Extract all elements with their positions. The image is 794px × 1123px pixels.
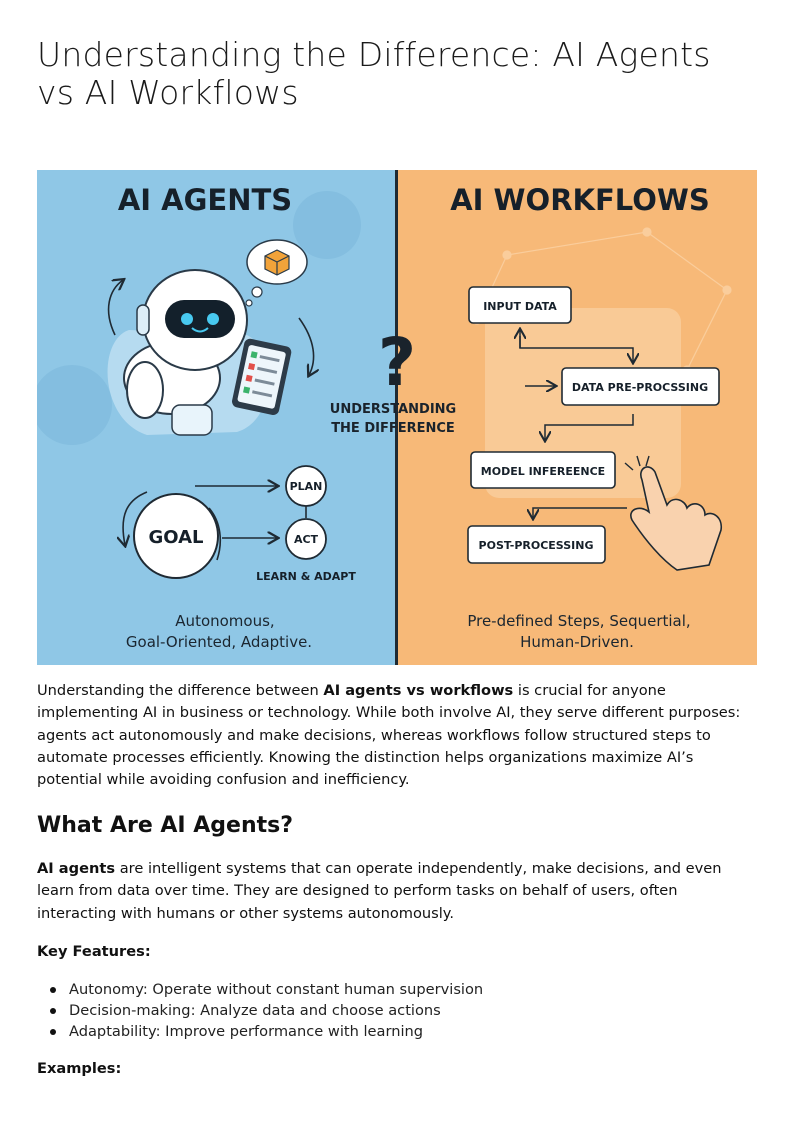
workflows-heading: AI WORKFLOWS [450,183,710,217]
center-label-line2: THE DIFFERENCE [331,421,455,436]
divider-line [395,170,398,665]
step-model-inference [470,451,616,489]
goal-loop: GOAL PLAN ACT LEARN & ADAPT [123,465,356,583]
feature-text: Autonomy: Operate without constant human… [69,981,484,998]
question-mark-icon: ? [378,324,416,401]
thought-cube-icon [245,239,308,307]
robot-icon [107,269,269,436]
goal-circle [133,493,219,579]
step-data-preprocessing [561,367,720,406]
plan-label: PLAN [290,480,323,493]
list-item: Decision-making: Analyze data and choose… [37,1000,483,1021]
tablet-checklist-icon [232,338,292,415]
feature-text: Adaptability: Improve performance with l… [69,1023,424,1040]
cycle-arrows-icon [107,280,314,375]
gear-icon [37,191,361,445]
bullet-icon [50,1008,56,1014]
list-item: Autonomy: Operate without constant human… [37,979,483,1000]
step-label: MODEL INFEREENCE [481,465,605,478]
agents-definition-paragraph: AI agents are intelligent systems that c… [37,858,759,925]
workflows-caption-line1: Pre-defined Steps, Sequertial, [467,612,690,630]
key-features-list: Autonomy: Operate without constant human… [37,979,483,1042]
step-post-processing [467,525,606,564]
examples-label: Examples: [37,1060,122,1077]
bullet-icon [50,1029,56,1035]
step-label: INPUT DATA [483,300,557,313]
intro-text: Understanding the difference between [37,682,324,699]
infographic-canvas: AI AGENTS AI WORKFLOWS [37,170,757,665]
step-label: POST-PROCESSING [479,539,594,552]
learn-adapt-label: LEARN & ADAPT [256,570,356,583]
act-label: ACT [294,533,319,546]
pointing-hand-icon [624,455,723,571]
step-input-data [468,286,572,324]
workflow-steps: INPUT DATA DATA PRE-PROCSSING MODEL INFE… [467,286,720,564]
infographic-agents-vs-workflows: AI AGENTS AI WORKFLOWS [37,170,757,665]
section-heading: What Are AI Agents? [37,813,294,838]
intro-bold-term: AI agents vs workflows [323,682,514,699]
agents-caption-line2: Goal-Oriented, Adaptive. [126,633,312,651]
intro-text-rest: is crucial for anyone implementing AI in… [37,682,741,789]
intro-paragraph: Understanding the difference between AI … [37,680,759,791]
agents-bold-term: AI agents [37,860,116,877]
goal-label: GOAL [149,527,204,548]
agents-caption-line1: Autonomous, [175,612,274,630]
center-label-line1: UNDERSTANDING [330,402,456,417]
page-title: Understanding the Difference: AI Agents … [37,35,711,112]
feature-text: Decision-making: Analyze data and choose… [69,1002,441,1019]
bullet-icon [50,987,56,993]
agents-definition-text: are intelligent systems that can operate… [37,860,722,922]
workflows-caption-line2: Human-Driven. [520,633,634,651]
key-features-label: Key Features: [37,943,151,960]
agents-heading: AI AGENTS [118,183,292,217]
list-item: Adaptability: Improve performance with l… [37,1021,483,1042]
step-label: DATA PRE-PROCSSING [572,381,708,394]
